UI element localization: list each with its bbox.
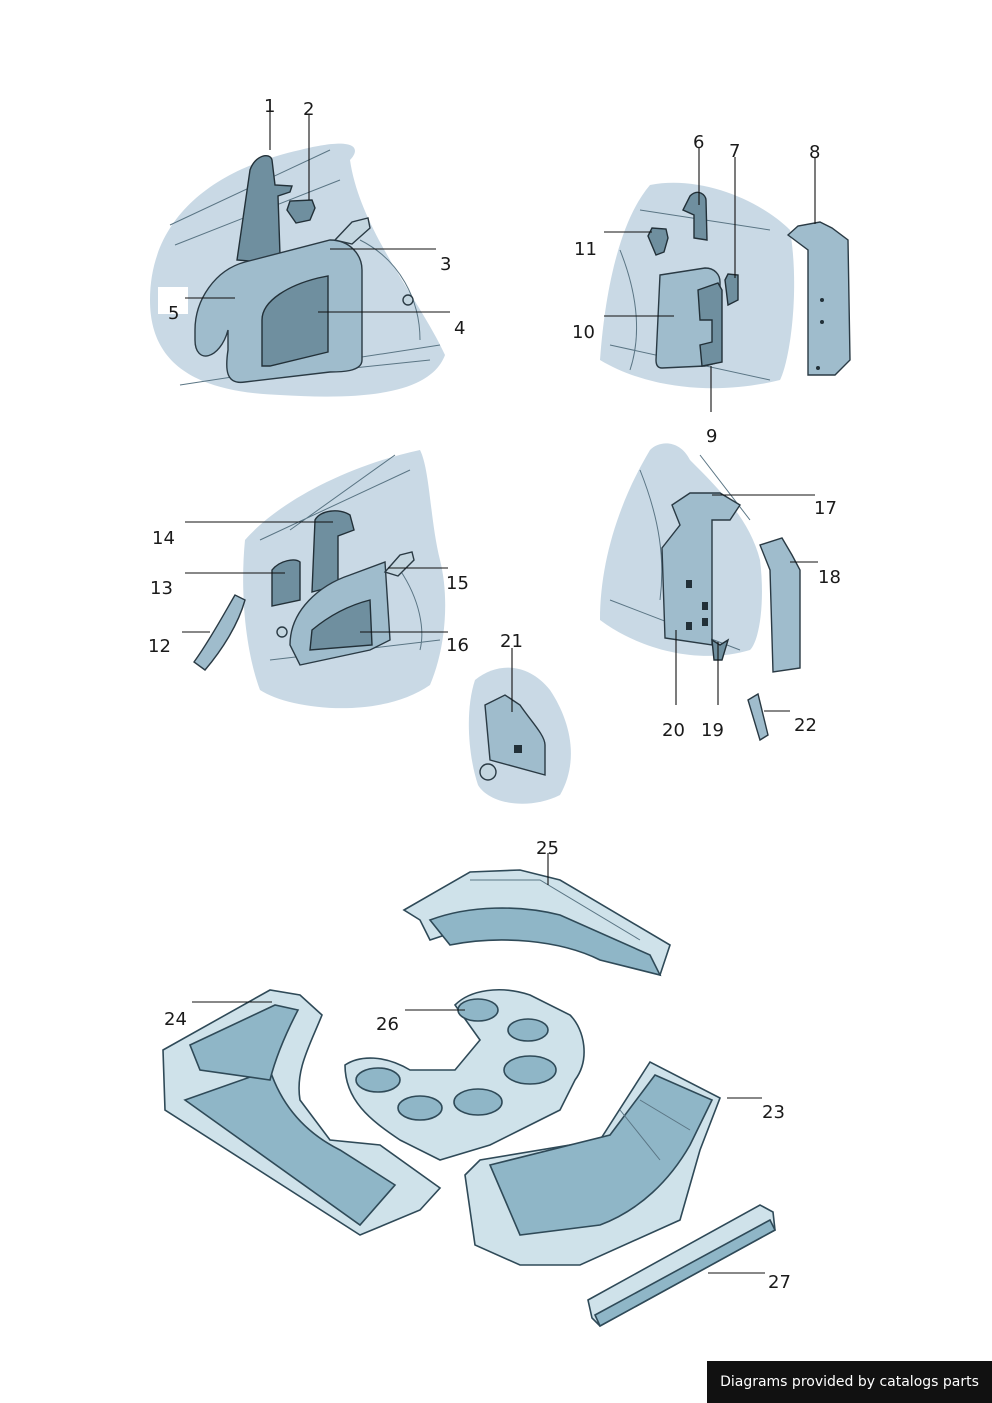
callout-14: 14 [152, 528, 175, 549]
part-15 [383, 551, 415, 577]
view-luggage-side-right [600, 443, 801, 742]
callout-21: 21 [500, 631, 523, 652]
view-inset-21 [468, 667, 571, 804]
callouts-group-b: 6 7 8 9 10 11 [572, 132, 820, 447]
callout-11: 11 [574, 239, 597, 260]
callout-6: 6 [693, 132, 704, 153]
part-7 [724, 273, 739, 307]
part-27-bar [587, 1204, 777, 1328]
callout-5: 5 [168, 303, 179, 324]
view-luggage-side-left [193, 450, 446, 709]
callout-12: 12 [148, 636, 171, 657]
part-12 [193, 594, 246, 671]
callouts-group-f: 23 24 25 26 27 [164, 838, 791, 1293]
callout-16: 16 [446, 635, 469, 656]
part-13 [271, 559, 301, 607]
callouts-group-e: 17 18 19 20 22 [662, 494, 841, 741]
callout-9: 9 [706, 426, 717, 447]
part-22 [747, 692, 769, 742]
callout-27: 27 [768, 1272, 791, 1293]
callouts-group-a: 1 2 3 4 5 [168, 96, 465, 339]
callout-25: 25 [536, 838, 559, 859]
part-17-20 [661, 492, 741, 646]
part-25-tray [402, 869, 671, 977]
callout-10: 10 [572, 322, 595, 343]
callout-1: 1 [264, 96, 275, 117]
part-1 [236, 154, 293, 263]
callout-19: 19 [701, 720, 724, 741]
callout-2: 2 [303, 99, 314, 120]
callout-13: 13 [150, 578, 173, 599]
view-rear-wheelhouse-left [150, 143, 445, 397]
callout-24: 24 [164, 1009, 187, 1030]
callout-17: 17 [814, 498, 837, 519]
view-rear-wheelhouse-right [600, 182, 851, 389]
callout-26: 26 [376, 1014, 399, 1035]
callout-18: 18 [818, 567, 841, 588]
part-19 [711, 638, 730, 661]
callout-15: 15 [446, 573, 469, 594]
callout-22: 22 [794, 715, 817, 736]
part-2 [286, 199, 316, 224]
part-24-tray [162, 989, 442, 1236]
callouts-group-c: 12 13 14 15 16 [148, 521, 469, 657]
callout-8: 8 [809, 142, 820, 163]
part-21 [484, 694, 546, 776]
credit-banner: Diagrams provided by catalogs parts [707, 1361, 992, 1403]
part-6 [682, 191, 708, 241]
part-11 [647, 227, 669, 256]
callout-3: 3 [440, 254, 451, 275]
part-18 [759, 537, 801, 673]
part-14 [311, 510, 355, 593]
part-9 [697, 282, 723, 367]
callout-23: 23 [762, 1102, 785, 1123]
part-8 [786, 221, 851, 376]
part-4 [261, 275, 329, 367]
callout-7: 7 [729, 141, 740, 162]
part-16 [309, 599, 373, 651]
part-23-tub [464, 1060, 722, 1266]
callout-group-d: 21 [500, 631, 523, 712]
part-26-insert [344, 989, 585, 1161]
callout-20: 20 [662, 720, 685, 741]
callout-4: 4 [454, 318, 465, 339]
